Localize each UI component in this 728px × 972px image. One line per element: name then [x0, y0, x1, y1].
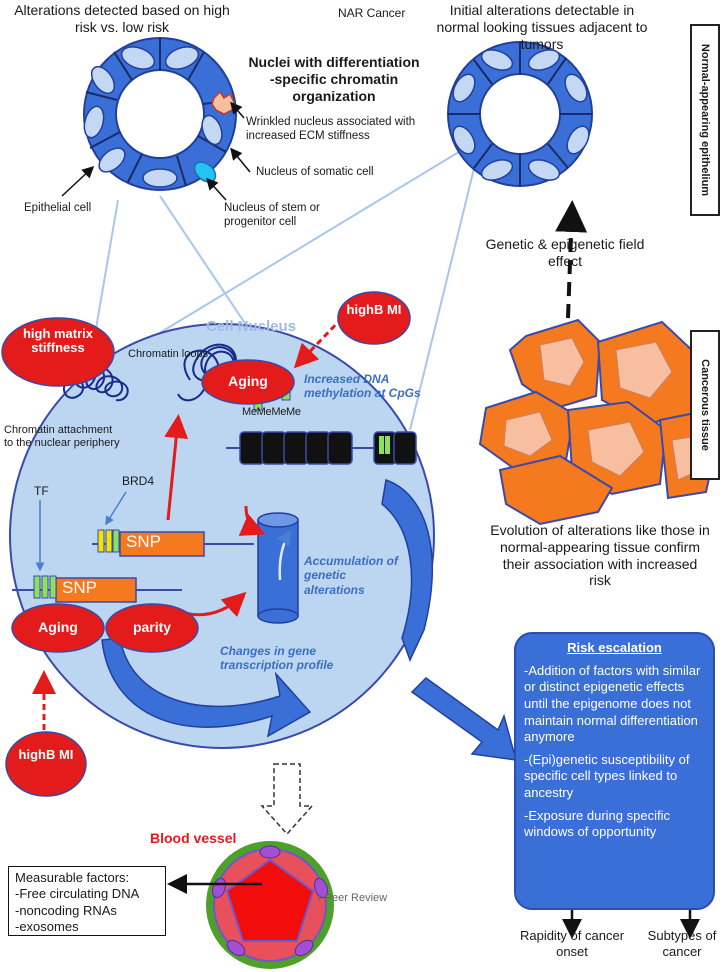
- initial-alterations-label: Initial alterations detectable in normal…: [436, 2, 648, 52]
- cancerous-tissue: [478, 318, 718, 526]
- stem-nucleus-label: Nucleus of stem or progenitor cell: [224, 202, 320, 228]
- blood-vessel-label: Blood vessel: [150, 830, 237, 846]
- methylated-nucleosomes: [239, 431, 417, 465]
- measurable-item: -Free circulating DNA: [15, 886, 140, 902]
- high-bmi-top-oval: highB MI: [346, 302, 402, 317]
- subtypes-label: Subtypes of cancer: [647, 928, 717, 959]
- chromatin-attachment-label: Chromatin attachment to the nuclear peri…: [4, 424, 120, 450]
- red-ovals: [1, 291, 411, 797]
- high-bmi-bottom-oval: highB MI: [18, 747, 74, 762]
- methyl-label: MeMeMeMe: [242, 406, 301, 418]
- nar-cancer-label: NAR Cancer: [338, 6, 406, 20]
- nuclei-differentiation-label: Nuclei with differentiation -specific ch…: [248, 54, 420, 104]
- transcription-label: Changes in gene transcription profile: [220, 644, 334, 673]
- snp-label-lower: SNP: [62, 578, 97, 597]
- field-effect-arrow: [555, 200, 588, 319]
- risk-escalation-box: Risk escalation -Addition of factors wit…: [514, 632, 715, 910]
- measurable-item: -noncoding RNAs: [15, 902, 117, 918]
- field-effect-label: Genetic & epigenetic field effect: [485, 236, 645, 269]
- accumulation-label: Accumulation of genetic alterations: [304, 554, 399, 597]
- measurable-item: -exosomes: [15, 918, 79, 934]
- risk-item: -(Epi)genetic susceptibility of specific…: [524, 751, 690, 800]
- risk-escalation-title: Risk escalation: [567, 640, 662, 655]
- chromatin-loops-label: Chromatin loops: [128, 348, 209, 360]
- accumulation-cylinder: [257, 512, 299, 624]
- measurable-title: Measurable factors:: [15, 870, 130, 885]
- high-matrix-oval: high matrix stiffness: [22, 326, 94, 356]
- measurable-factors-box: Measurable factors: -Free circulating DN…: [8, 866, 166, 936]
- parity-oval: parity: [132, 619, 172, 635]
- somatic-nucleus-label: Nucleus of somatic cell: [256, 166, 374, 178]
- left-epithelium-ring: [83, 37, 237, 191]
- risk-item: -Addition of factors with similar or dis…: [524, 662, 701, 745]
- normal-epithelium-box: Normal-appearing epithelium: [690, 24, 720, 216]
- epithelial-cell-label: Epithelial cell: [24, 202, 92, 214]
- aging-bottom-oval: Aging: [38, 619, 78, 635]
- snp-box-upper: [119, 531, 205, 557]
- alterations-high-low-label: Alterations detected based on high risk …: [14, 2, 230, 35]
- aging-top-oval: Aging: [228, 373, 268, 389]
- down-dashed-arrow: [260, 763, 314, 836]
- evolution-label: Evolution of alterations like those in n…: [490, 522, 710, 589]
- rapidity-label: Rapidity of cancer onset: [519, 928, 625, 959]
- wrinkled-nucleus-label: Wrinkled nucleus associated with increas…: [246, 116, 416, 142]
- brd4-label: BRD4: [122, 474, 155, 488]
- blood-vessel-shape: [206, 841, 334, 969]
- risk-item: -Exposure during specific windows of opp…: [524, 807, 670, 840]
- cell-nucleus-title: Cell Nucleus: [206, 318, 297, 335]
- snp-label-upper: SNP: [126, 532, 161, 551]
- right-epithelium-ring: [447, 41, 593, 187]
- peer-review-watermark: r Peer Review: [318, 892, 388, 904]
- snp-box-lower: [55, 577, 137, 603]
- cancerous-tissue-box: Cancerous tissue: [690, 330, 720, 480]
- tf-label: TF: [34, 484, 49, 498]
- dna-methylation-label: Increased DNA methylation at CpGs: [304, 372, 421, 401]
